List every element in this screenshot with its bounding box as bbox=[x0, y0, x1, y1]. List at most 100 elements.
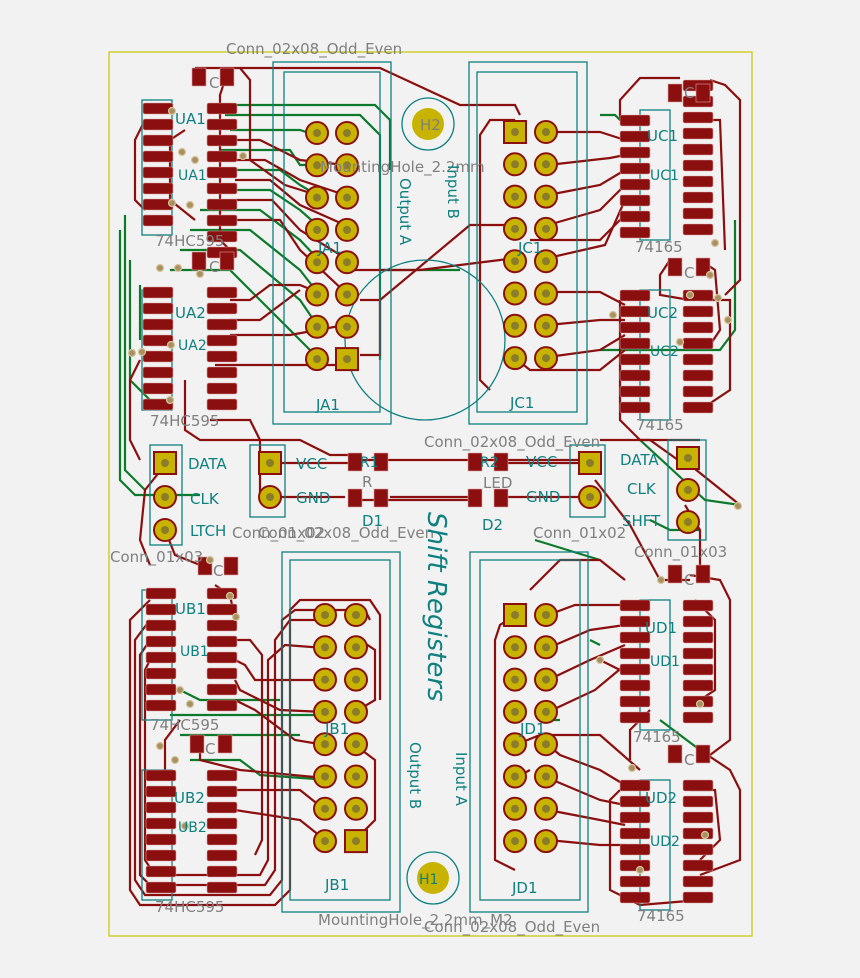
cap-pad bbox=[189, 734, 205, 754]
ic-pad bbox=[619, 615, 651, 628]
pad-drill bbox=[542, 707, 550, 716]
via bbox=[225, 591, 235, 601]
ic-pad bbox=[682, 175, 714, 188]
cap-pad bbox=[695, 564, 711, 584]
ic-pad bbox=[145, 833, 177, 846]
pad-drill bbox=[511, 160, 519, 169]
cap-pad bbox=[695, 744, 711, 764]
ic-pad bbox=[206, 398, 238, 411]
via bbox=[700, 830, 710, 840]
uc1-value: 74165 bbox=[635, 238, 683, 256]
cap-label: C bbox=[213, 562, 223, 580]
pwr-left-gnd: GND bbox=[296, 489, 330, 507]
jd-ref: JD1 bbox=[511, 879, 538, 897]
ic-pad bbox=[682, 631, 714, 644]
ic-pad bbox=[206, 286, 238, 299]
via bbox=[733, 501, 743, 511]
ic-pad bbox=[206, 769, 238, 782]
cap-pad bbox=[223, 556, 239, 576]
ja-value-label: Conn_02x08_Odd_Even bbox=[226, 40, 402, 59]
ua1-value: 74HC595 bbox=[155, 232, 224, 250]
ud2-ref: UD2 bbox=[645, 789, 677, 807]
pad-drill bbox=[542, 740, 550, 749]
ic-pad bbox=[145, 619, 177, 632]
ctrl-left-data: DATA bbox=[188, 455, 227, 473]
footprint-outlines bbox=[141, 61, 707, 913]
ic-pad bbox=[145, 667, 177, 680]
cap-pad bbox=[667, 83, 683, 103]
ic-pad bbox=[682, 795, 714, 808]
pad-drill bbox=[542, 611, 550, 619]
ua1-ref: UA1 bbox=[175, 110, 206, 128]
ic-pad bbox=[142, 166, 174, 179]
ic-pad bbox=[682, 369, 714, 382]
ic-pad bbox=[619, 599, 651, 612]
ic-pad bbox=[682, 859, 714, 872]
ic-pad bbox=[206, 833, 238, 846]
pad-drill bbox=[542, 128, 550, 136]
via bbox=[165, 395, 175, 405]
via bbox=[710, 238, 720, 248]
pad-drill bbox=[511, 837, 519, 846]
board-edge bbox=[108, 51, 753, 937]
pad-drill bbox=[511, 740, 519, 749]
pad-drill bbox=[586, 459, 594, 467]
cap-pad bbox=[217, 734, 233, 754]
ic-pad bbox=[145, 865, 177, 878]
h1-value: MountingHole_2.2mm_M2 bbox=[318, 911, 513, 930]
ic-pad bbox=[145, 699, 177, 712]
cap-pad bbox=[667, 257, 683, 277]
pad-drill bbox=[343, 355, 351, 364]
vias bbox=[127, 106, 743, 875]
r1-fab: R1 bbox=[360, 455, 379, 471]
ic-pad bbox=[619, 811, 651, 824]
via bbox=[177, 147, 187, 157]
ic-pad bbox=[206, 801, 238, 814]
via bbox=[627, 763, 637, 773]
uc1-fab: UC1 bbox=[650, 168, 679, 184]
pad-drill bbox=[352, 772, 360, 781]
ja-ref: JA1 bbox=[315, 396, 340, 414]
pad-drill bbox=[313, 161, 321, 170]
pad-drill bbox=[313, 355, 321, 364]
via bbox=[127, 348, 137, 358]
ctrl-left-ltch: LTCH bbox=[190, 522, 226, 540]
ic-pad bbox=[682, 663, 714, 676]
ic-pad bbox=[619, 321, 651, 334]
ic-pad bbox=[619, 891, 651, 904]
via bbox=[166, 340, 176, 350]
d2-ref: D2 bbox=[482, 516, 503, 534]
ic-pad bbox=[145, 603, 177, 616]
resistor-pad bbox=[493, 452, 509, 472]
pad-drill bbox=[161, 493, 169, 501]
ub1-value: 74HC595 bbox=[150, 716, 219, 734]
pad-drill bbox=[321, 675, 329, 684]
ic-pad bbox=[142, 134, 174, 147]
pad-drill bbox=[511, 321, 519, 330]
pad-drill bbox=[313, 225, 321, 234]
pad-drill bbox=[343, 129, 351, 137]
ic-pad bbox=[206, 134, 238, 147]
led-pad bbox=[467, 488, 483, 508]
d1-ref: D1 bbox=[362, 512, 383, 530]
jc-ref: JC1 bbox=[509, 394, 534, 412]
ic-pad bbox=[619, 289, 651, 302]
ic-pad bbox=[206, 683, 238, 696]
ic-pad bbox=[145, 801, 177, 814]
pad-drill bbox=[352, 643, 360, 652]
led-value: LED bbox=[483, 474, 512, 492]
jc-value-label: Conn_02x08_Odd_Even bbox=[424, 433, 600, 452]
cap-label: C bbox=[684, 571, 694, 589]
jd-value-label: Conn_02x08_Odd_Even bbox=[424, 918, 600, 937]
pad-drill bbox=[511, 611, 519, 619]
pwr-right-vcc: VCC bbox=[526, 453, 557, 471]
ic-pad bbox=[145, 635, 177, 648]
cap-label: C bbox=[684, 84, 694, 102]
pad-drill bbox=[542, 837, 550, 846]
cap-pad bbox=[191, 251, 207, 271]
pad-drill bbox=[321, 837, 329, 846]
ic-pad bbox=[142, 366, 174, 379]
ic-pad bbox=[682, 615, 714, 628]
pad-drill bbox=[586, 493, 594, 501]
